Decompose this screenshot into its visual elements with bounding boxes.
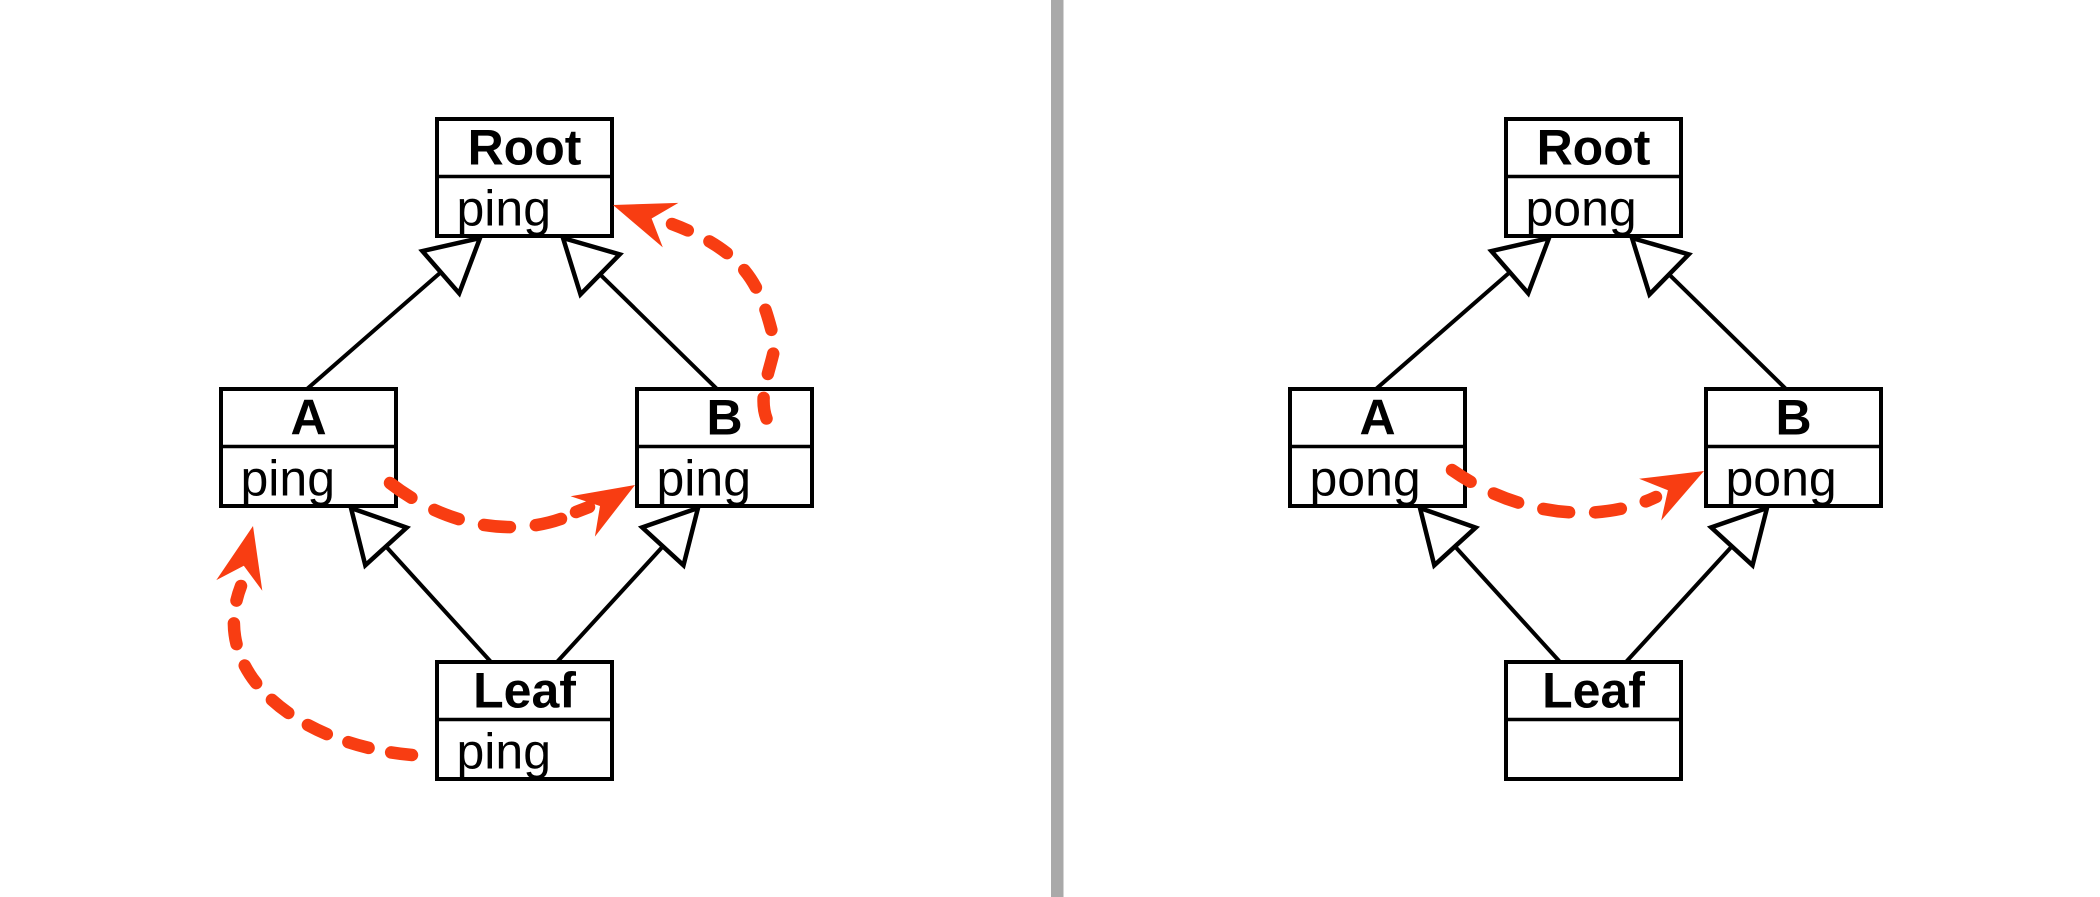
svg-text:pong: pong [1726, 451, 1837, 507]
svg-text:ping: ping [457, 724, 552, 780]
svg-text:B: B [1775, 390, 1811, 446]
svg-text:A: A [1359, 390, 1395, 446]
svg-text:Root: Root [468, 120, 582, 176]
svg-text:Root: Root [1537, 120, 1651, 176]
svg-text:pong: pong [1310, 451, 1421, 507]
svg-text:pong: pong [1526, 181, 1637, 237]
svg-text:Leaf: Leaf [1542, 663, 1645, 719]
svg-text:ping: ping [241, 451, 336, 507]
svg-text:ping: ping [457, 181, 552, 237]
svg-text:B: B [706, 390, 742, 446]
svg-text:Leaf: Leaf [473, 663, 576, 719]
svg-text:A: A [290, 390, 326, 446]
svg-text:ping: ping [657, 451, 752, 507]
